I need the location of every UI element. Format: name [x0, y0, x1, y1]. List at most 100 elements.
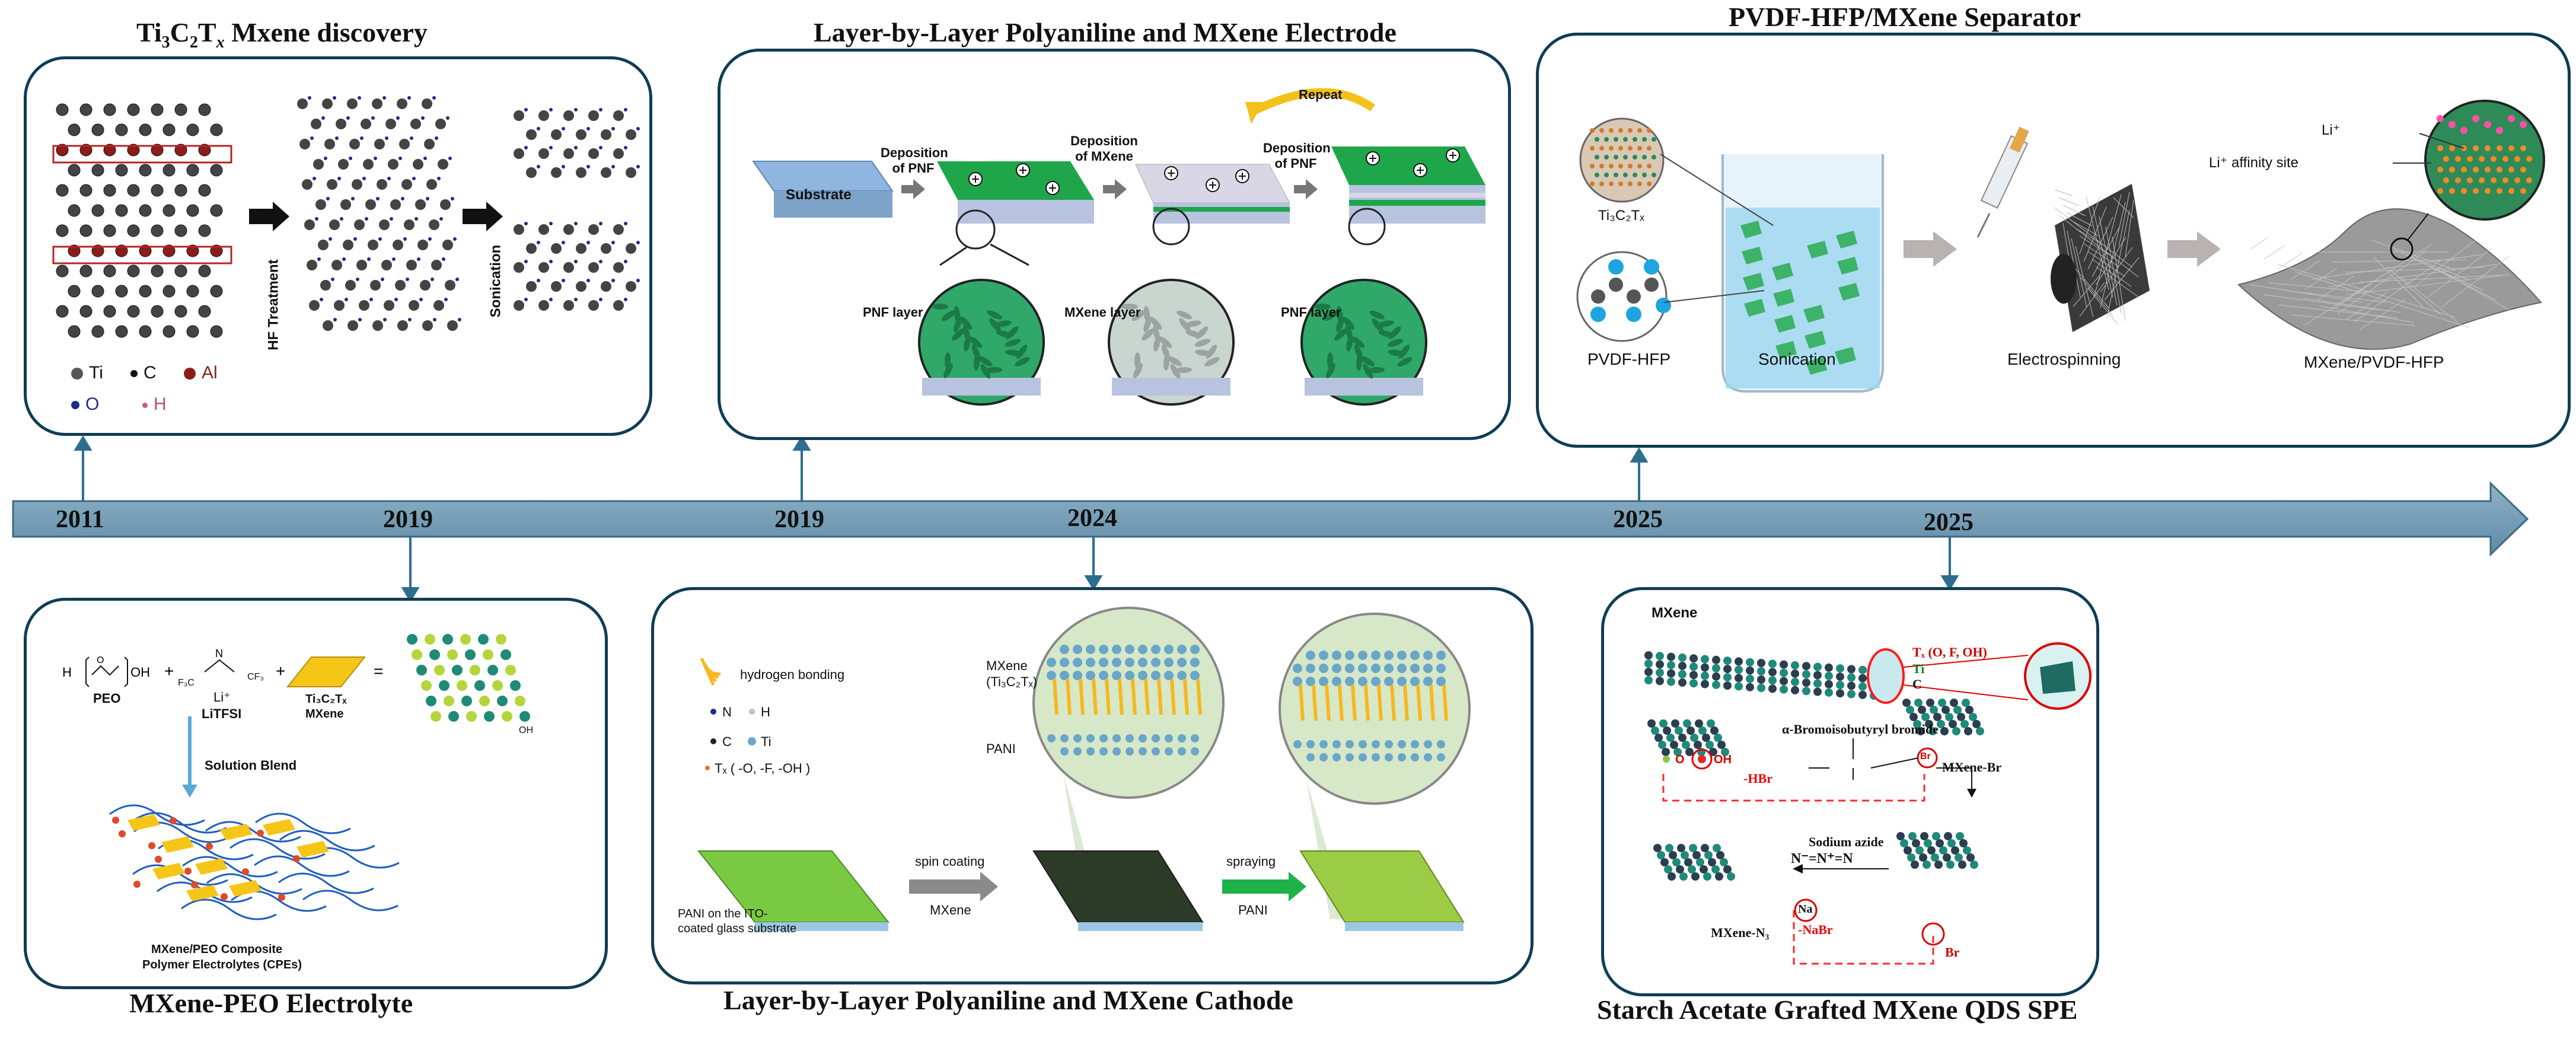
al-atom-icon [184, 368, 196, 380]
pnf-layer-1-label: PNF layer [863, 305, 923, 320]
starch-azide-label: Sodium azide [1809, 834, 1884, 849]
hf-treatment-label: HF Treatment [265, 259, 282, 350]
timeline-year-2025-a: 2025 [1613, 506, 1663, 533]
cath-spray-label: spraying [1226, 854, 1276, 869]
starch-mxene-n3-label: MXene-N₃ [1711, 925, 1770, 940]
peo-oh-label: OH [519, 725, 533, 735]
peo-litfsi-label: LiTFSI [202, 706, 242, 721]
sep-li-affinity-label: Li⁺ affinity site [2209, 155, 2298, 171]
starch-title: Starch Acetate Grafted MXene QDS SPE [1597, 995, 2078, 1025]
starch-o-label: O [1675, 753, 1685, 766]
deposition-pnf-1-label: Deposition of PNF [881, 145, 948, 176]
hbond-label: hydrogen bonding [740, 667, 845, 682]
cath-spray-pani-label: PANI [1238, 903, 1268, 917]
separator-title: PVDF-HFP/MXene Separator [1729, 2, 2081, 32]
peo-composite-label-1: MXene/PEO Composite [151, 943, 283, 956]
peo-cf3b: CF₃ [247, 672, 264, 682]
cath-spin-label: spin coating [915, 854, 985, 869]
legend-h: H [142, 394, 167, 415]
timeline-year-2019-b: 2019 [774, 506, 824, 533]
starch-nabr-label: -NaBr [1798, 922, 1833, 937]
cathode-title: Layer-by-Layer Polyaniline and MXene Cat… [723, 985, 1293, 1015]
starch-reagent-label: α-Bromoisobutyryl bromide [1782, 722, 1939, 737]
h-atom-icon [142, 402, 148, 408]
o-atom-icon [71, 401, 79, 410]
timeline-year-2025-b: 2025 [1924, 509, 1974, 536]
sep-product-label: MXene/PVDF-HFP [2304, 353, 2444, 371]
deposition-mxene-label: Deposition of MXene [1070, 133, 1138, 164]
peo-li-label: Li⁺ [213, 690, 231, 705]
c-atom-icon [130, 370, 138, 378]
svg-text:+: + [164, 662, 174, 680]
starch-panel: MXene Tₓ (O, F, OH) Ti C α-Bromoisobutyr… [1601, 587, 2099, 996]
legend-c: C [130, 363, 157, 383]
deposition-pnf-2-label: Deposition of PNF [1263, 141, 1331, 171]
legend-o: O [71, 394, 99, 415]
cathode-panel: hydrogen bonding N H C Ti Tₓ ( -O, -F, -… [651, 587, 1534, 984]
cathode-diagram [697, 607, 1471, 931]
separator-diagram [1576, 100, 2545, 393]
lbl-electrode-panel: Substrate Deposition of PNF Deposition o… [718, 49, 1511, 440]
cath-tx-label: Tₓ ( -O, -F, -OH ) [715, 761, 811, 776]
starch-mxene-br-label: MXene-Br [1942, 760, 2002, 775]
starch-na-label: Na [1798, 903, 1813, 916]
starch-br-label: Br [1945, 945, 1960, 960]
starch-tx-label: Tₓ (O, F, OH) [1912, 645, 1987, 659]
peo-mxene-label: MXene [305, 707, 344, 721]
peo-label: PEO [93, 691, 121, 706]
separator-panel: Ti₃C₂Tₓ PVDF-HFP Sonication Electrospinn… [1536, 33, 2571, 448]
repeat-label: Repeat [1299, 87, 1343, 102]
starch-br-reagent-label: Br [1920, 751, 1931, 761]
svg-text:O: O [97, 655, 104, 665]
sep-pvdf-hfp-label: PVDF-HFP [1587, 350, 1670, 368]
starch-azide-formula: N⁻=N⁺=N [1791, 851, 1853, 866]
etched-mxene-lattice [297, 96, 461, 331]
peo-panel: H O OH + N + = PEO F₃C CF₃ Li⁺ LiTFSI Ti… [24, 598, 608, 989]
starch-c-label: C [1912, 677, 1922, 691]
svg-text:H: H [62, 665, 72, 680]
sep-electrospinning-label: Electrospinning [2007, 350, 2121, 368]
lbl-electrode-title: Layer-by-Layer Polyaniline and MXene Ele… [814, 17, 1397, 47]
sonication-label: Sonication [487, 244, 504, 318]
lbl-electrode-diagram [752, 88, 1485, 406]
starch-oh-label: OH [1714, 753, 1732, 766]
peo-composite-label-2: Polymer Electrolytes (CPEs) [142, 958, 302, 971]
peo-diagram: H O OH + N + = [62, 634, 530, 920]
cath-substrate-label-2: coated glass substrate [678, 922, 797, 935]
svg-text:OH: OH [130, 665, 150, 680]
peo-ti3c2tx-label: Ti₃C₂Tₓ [305, 693, 347, 706]
hf-arrow-icon [249, 202, 289, 231]
timeline-year-2024: 2024 [1067, 505, 1117, 532]
svg-text:=: = [374, 662, 383, 680]
starch-ti-label: Ti [1912, 661, 1925, 676]
cath-ti-label: Ti [761, 734, 771, 749]
peo-title: MXene-PEO Electrolyte [129, 988, 413, 1018]
timeline-year-2011: 2011 [56, 506, 104, 533]
legend-ti: Ti [71, 363, 103, 383]
starch-mxene-label: MXene [1652, 605, 1698, 621]
mxene-discovery-panel: HF Treatment Sonication Ti C Al O H [24, 56, 652, 436]
cath-n-label: N [722, 705, 732, 719]
sep-ti3c2tx-label: Ti₃C₂Tₓ [1598, 208, 1645, 224]
cath-mxene-label-1: MXene [986, 658, 1028, 673]
mxene-layer-label: MXene layer [1064, 305, 1141, 320]
legend-al: Al [184, 363, 218, 383]
cath-c-label: C [722, 734, 732, 749]
cath-substrate-label-1: PANI on the ITO- [678, 907, 768, 920]
cath-spin-mxene-label: MXene [930, 903, 971, 917]
peo-cf3a: F₃C [178, 678, 195, 688]
starch-hbr-label: -HBr [1743, 771, 1772, 786]
substrate-label: Substrate [786, 187, 852, 203]
ti-atom-icon [71, 368, 83, 380]
svg-text:N: N [215, 648, 223, 659]
cath-pani-label: PANI [986, 741, 1016, 756]
max-phase-lattice [52, 103, 232, 338]
pnf-layer-2-label: PNF layer [1281, 305, 1341, 320]
cath-h-label: H [761, 705, 770, 719]
cath-mxene-label-2: (Ti₃C₂Tₓ) [986, 674, 1038, 689]
peo-blend-label: Solution Blend [205, 758, 297, 773]
timeline-year-2019-a: 2019 [383, 506, 433, 533]
sonication-arrow-icon [463, 202, 503, 231]
svg-text:+: + [276, 662, 285, 680]
sep-sonication-label: Sonication [1758, 350, 1836, 368]
